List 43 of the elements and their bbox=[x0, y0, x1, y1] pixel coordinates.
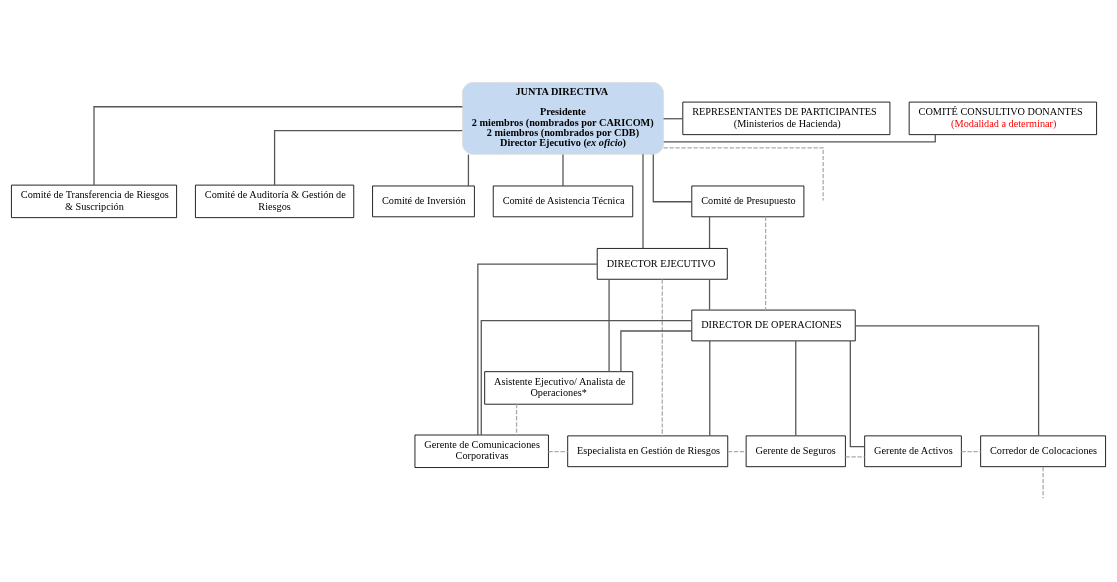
node-box: Gerente de Comunicaciones Corporativas bbox=[414, 434, 549, 468]
node-box: JUNTA DIRECTIVA Presidente 2 miembros (nombrados por CARICOM) 2 miembros (nombrados por CDB) Director Ejecutivo (ex oficio) bbox=[462, 82, 664, 155]
connector bbox=[795, 340, 797, 437]
connector bbox=[93, 106, 463, 186]
node-box: Corredor de Colocaciones bbox=[980, 435, 1106, 468]
node-box: COMITÉ CONSULTIVO DONANTES (Modalidad a determinar) bbox=[908, 101, 1097, 136]
connector bbox=[608, 278, 610, 373]
connector bbox=[477, 263, 598, 436]
node-box: Comité de Asistencia Técnica bbox=[492, 185, 634, 218]
connector bbox=[960, 451, 982, 453]
node-box: Comité de Inversión bbox=[372, 185, 475, 218]
connector bbox=[854, 325, 1040, 437]
connector bbox=[652, 153, 693, 203]
node-box: Especialista en Gestión de Riesgos bbox=[567, 435, 729, 468]
connector bbox=[709, 340, 711, 437]
connector bbox=[844, 456, 865, 458]
connector bbox=[1042, 466, 1044, 499]
node-box: Comité de Transferencia de Riesgos & Suscripción bbox=[11, 184, 178, 219]
connector bbox=[662, 147, 824, 202]
node-box: DIRECTOR DE OPERACIONES bbox=[691, 309, 856, 342]
connector bbox=[467, 153, 470, 187]
node-box: Asistente Ejecutivo/ Analista de Operaciones* bbox=[484, 371, 634, 405]
connector bbox=[547, 451, 569, 453]
connector bbox=[727, 451, 747, 453]
connector bbox=[708, 278, 711, 311]
connector bbox=[663, 134, 936, 143]
connector bbox=[661, 278, 663, 437]
connector bbox=[708, 216, 711, 249]
node-box: Gerente de Seguros bbox=[745, 435, 846, 468]
node-box: Comité de Auditoría & Gestión de Riesgos bbox=[195, 184, 355, 219]
connector bbox=[642, 153, 644, 249]
node-box: Gerente de Activos bbox=[864, 435, 962, 468]
connector bbox=[273, 130, 463, 186]
node-box: Comité de Presupuesto bbox=[691, 185, 805, 218]
connector bbox=[515, 403, 518, 436]
connector bbox=[480, 320, 693, 436]
node-box: REPRESENTANTES DE PARTICIPANTES (Ministerios de Hacienda) bbox=[682, 101, 891, 136]
connector bbox=[849, 340, 866, 448]
connector bbox=[562, 153, 564, 187]
connector bbox=[620, 330, 693, 373]
connector bbox=[662, 118, 684, 120]
connector bbox=[764, 216, 767, 311]
node-box: DIRECTOR EJECUTIVO bbox=[596, 248, 728, 280]
